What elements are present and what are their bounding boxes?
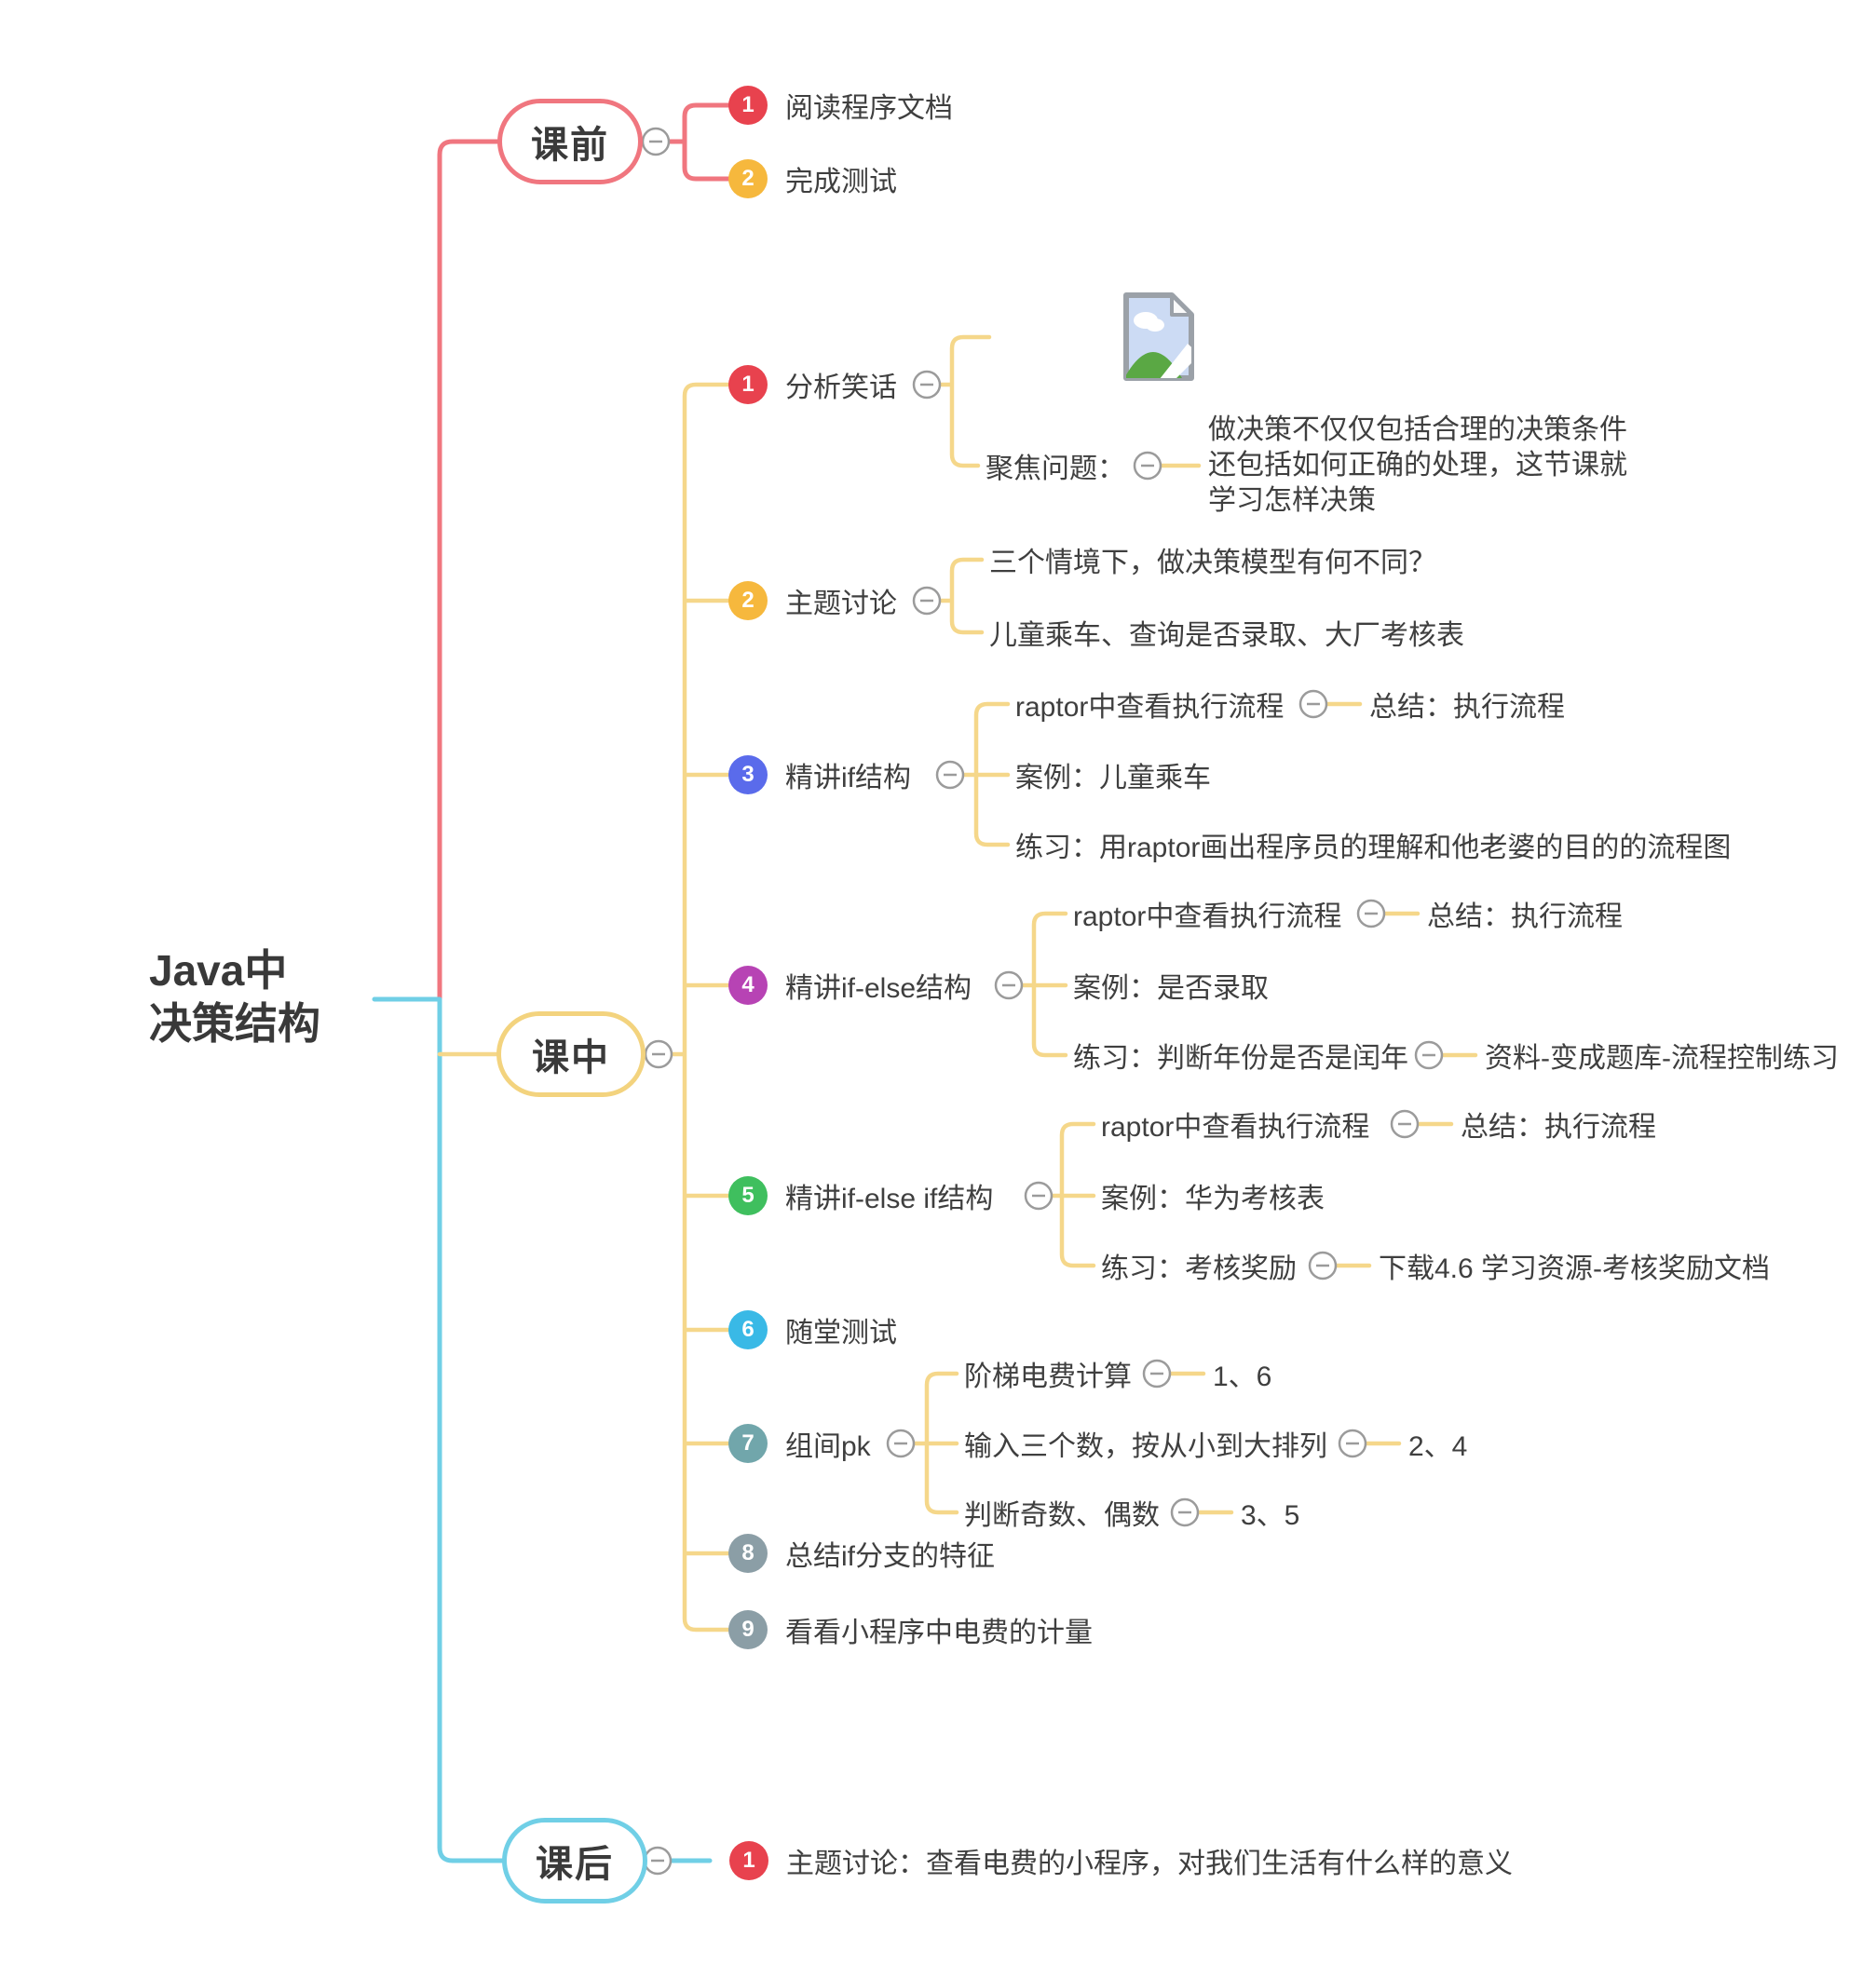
node-if-case[interactable]: 案例：儿童乘车 — [1015, 763, 1211, 793]
branch-bubble-pre[interactable]: 课前 — [497, 99, 643, 184]
node-ifelseif-practice-link[interactable]: 下载4.6 学习资源-考核奖励文档 — [1379, 1253, 1771, 1284]
node-ifelseif-case[interactable]: 案例：华为考核表 — [1101, 1184, 1325, 1214]
node-ifelse-practice[interactable]: 练习：判断年份是否是闰年 — [1073, 1043, 1408, 1074]
node-summarize-if[interactable]: 总结if分支的特征 — [785, 1541, 995, 1572]
collapse-minus-icon[interactable] — [1356, 899, 1386, 928]
collapse-minus-icon[interactable] — [1298, 689, 1328, 719]
image-placeholder-icon[interactable] — [1122, 291, 1195, 382]
node-if-else-structure[interactable]: 精讲if-else结构 — [785, 973, 972, 1004]
node-quiz[interactable]: 随堂测试 — [785, 1318, 897, 1348]
collapse-minus-icon[interactable] — [1133, 451, 1162, 481]
node-number-badge: 2 — [728, 581, 768, 620]
node-three-scenarios[interactable]: 三个情境下，做决策模型有何不同？ — [989, 548, 1436, 578]
post-branch-lines — [372, 996, 713, 1863]
node-ifelseif-flow-summary[interactable]: 总结：执行流程 — [1461, 1112, 1656, 1143]
node-task-sort-groups[interactable]: 2、4 — [1408, 1431, 1468, 1462]
image-icon-art — [1126, 312, 1191, 378]
node-task-sort-numbers[interactable]: 输入三个数，按从小到大排列 — [964, 1431, 1327, 1462]
node-number-badge: 8 — [728, 1534, 768, 1573]
collapse-minus-icon[interactable] — [1170, 1497, 1200, 1527]
node-miniapp-electricity[interactable]: 看看小程序中电费的计量 — [785, 1618, 1093, 1648]
node-ifelseif-raptor-flow[interactable]: raptor中查看执行流程 — [1101, 1112, 1370, 1143]
image-icon-fold — [1170, 293, 1193, 317]
collapse-minus-icon[interactable] — [1308, 1251, 1338, 1280]
node-scenario-examples[interactable]: 儿童乘车、查询是否录取、大厂考核表 — [989, 620, 1464, 651]
mid-branch-lines — [437, 334, 1478, 1633]
node-if-elseif-structure[interactable]: 精讲if-else if结构 — [785, 1184, 994, 1214]
node-number-badge: 3 — [728, 755, 768, 794]
node-topic-discussion[interactable]: 主题讨论 — [785, 589, 897, 619]
node-number-badge: 4 — [728, 966, 768, 1005]
collapse-minus-icon[interactable] — [643, 1846, 673, 1876]
node-number-badge: 6 — [728, 1310, 768, 1349]
node-if-practice[interactable]: 练习：用raptor画出程序员的理解和他老婆的目的的流程图 — [1015, 833, 1732, 863]
node-ifelse-raptor-flow[interactable]: raptor中查看执行流程 — [1073, 901, 1342, 932]
collapse-minus-icon[interactable] — [1338, 1429, 1367, 1458]
node-number-badge: 1 — [728, 86, 768, 125]
node-number-badge: 1 — [729, 1841, 768, 1880]
collapse-minus-icon[interactable] — [1024, 1181, 1054, 1211]
collapse-minus-icon[interactable] — [935, 760, 965, 790]
collapse-minus-icon[interactable] — [1390, 1109, 1420, 1139]
node-number-badge: 1 — [728, 365, 768, 404]
node-pre-read-docs[interactable]: 阅读程序文档 — [785, 93, 953, 124]
node-task-odd-even[interactable]: 判断奇数、偶数 — [964, 1500, 1160, 1531]
collapse-minus-icon[interactable] — [886, 1429, 916, 1458]
node-group-pk[interactable]: 组间pk — [785, 1431, 871, 1462]
node-if-structure[interactable]: 精讲if结构 — [785, 763, 911, 793]
branch-bubble-mid[interactable]: 课中 — [496, 1011, 646, 1097]
node-post-discussion[interactable]: 主题讨论：查看电费的小程序，对我们生活有什么样的意义 — [786, 1849, 1513, 1879]
collapse-minus-icon[interactable] — [994, 970, 1024, 1000]
collapse-minus-icon[interactable] — [912, 370, 942, 400]
node-number-badge: 2 — [728, 159, 768, 198]
branch-label-mid: 课中 — [532, 1037, 610, 1078]
root-topic-line1: Java中 — [149, 946, 288, 995]
node-ifelse-flow-summary[interactable]: 总结：执行流程 — [1427, 901, 1623, 932]
branch-bubble-post[interactable]: 课后 — [502, 1818, 647, 1903]
node-focus-question[interactable]: 聚焦问题： — [986, 454, 1125, 484]
node-focus-note[interactable]: 做决策不仅仅包括合理的决策条件还包括如何正确的处理，这节课就学习怎样决策 — [1208, 414, 1627, 516]
node-task-electricity[interactable]: 阶梯电费计算 — [964, 1362, 1132, 1392]
node-if-raptor-flow[interactable]: raptor中查看执行流程 — [1015, 692, 1285, 723]
node-number-badge: 5 — [728, 1176, 768, 1215]
collapse-minus-icon[interactable] — [912, 586, 942, 616]
root-topic-line2: 决策结构 — [149, 999, 320, 1048]
node-number-badge: 7 — [728, 1424, 768, 1463]
node-number-badge: 9 — [728, 1610, 768, 1649]
node-analyze-joke[interactable]: 分析笑话 — [785, 373, 897, 403]
node-if-flow-summary[interactable]: 总结：执行流程 — [1369, 692, 1565, 723]
collapse-minus-icon[interactable] — [1142, 1359, 1172, 1389]
root-topic[interactable]: Java中 决策结构 — [149, 944, 320, 1050]
collapse-minus-icon[interactable] — [644, 1039, 673, 1069]
node-pre-finish-test[interactable]: 完成测试 — [785, 167, 897, 197]
node-task-odd-even-groups[interactable]: 3、5 — [1241, 1500, 1300, 1531]
collapse-minus-icon[interactable] — [641, 127, 671, 156]
node-task-electricity-groups[interactable]: 1、6 — [1213, 1362, 1272, 1392]
node-ifelse-practice-link[interactable]: 资料-变成题库-流程控制练习 — [1485, 1043, 1839, 1074]
collapse-minus-icon[interactable] — [1414, 1040, 1444, 1070]
node-ifelse-case[interactable]: 案例：是否录取 — [1073, 973, 1269, 1004]
branch-label-pre: 课前 — [531, 125, 609, 166]
node-ifelseif-practice[interactable]: 练习：考核奖励 — [1101, 1253, 1297, 1284]
branch-label-post: 课后 — [536, 1844, 614, 1885]
pre-branch-lines — [437, 102, 732, 1002]
